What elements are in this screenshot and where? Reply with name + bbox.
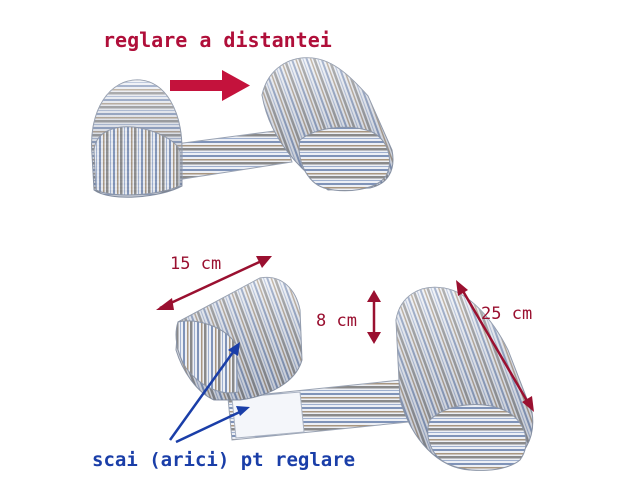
velcro-patch (231, 391, 305, 439)
height-dimension-label: 8 cm (316, 311, 357, 331)
velcro-caption: scai (arici) pt reglare (92, 449, 356, 471)
top-pillow-set (91, 57, 394, 198)
double-arrow-icon-height (367, 290, 381, 344)
arrow-right-icon (170, 70, 250, 101)
adjust-distance-label: reglare a distantei (103, 28, 332, 52)
width-dimension-label: 15 cm (170, 254, 222, 274)
bottom-wedge-end (175, 320, 239, 394)
double-arrow-icon-length (456, 280, 534, 412)
arrow-pointer-icon (168, 342, 250, 444)
length-dimension-label: 25 cm (481, 304, 533, 324)
bottom-right-roll-end (427, 404, 527, 471)
top-left-roll-end (93, 126, 181, 196)
top-right-roll-end (298, 126, 390, 192)
bottom-pillow-set (175, 276, 534, 471)
top-strap (167, 129, 293, 181)
double-arrow-icon-width (156, 256, 272, 310)
